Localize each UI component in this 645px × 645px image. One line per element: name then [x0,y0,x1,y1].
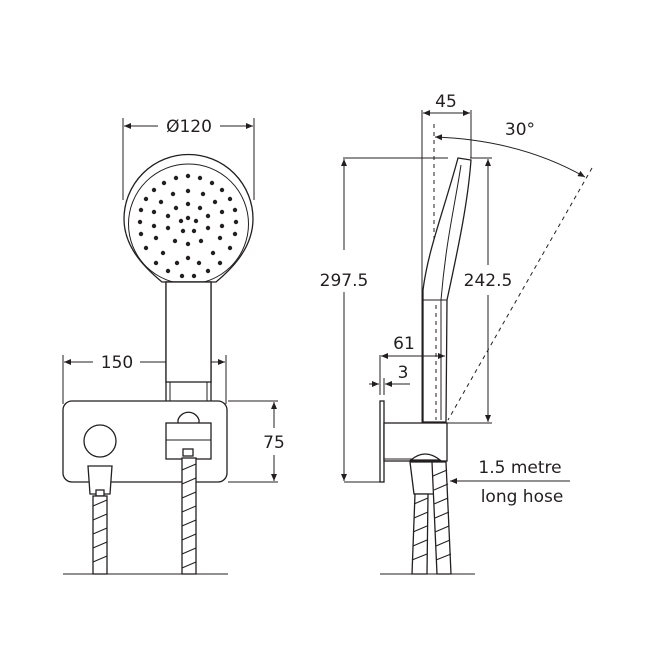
side-view: 45 30° 297.5 242.5 61 [320,92,593,575]
hose-note-line1: 1.5 metre [478,458,561,478]
front-hoses [92,457,197,575]
plate-width-label: 150 [101,353,133,373]
plate-height-label: 75 [263,433,285,453]
tilt-angle-label: 30° [505,120,535,140]
wall-outlet [83,424,117,458]
plate-thickness-label: 3 [398,363,409,383]
overall-height-label: 297.5 [320,271,369,291]
hose-note-line2: long hose [481,487,564,507]
handset-length-label: 242.5 [464,271,513,291]
depth-top-label: 45 [435,92,457,112]
front-view: Ø120 [62,117,285,575]
bracket-projection-label: 61 [393,334,415,354]
shower-head [123,153,254,285]
head-diameter-label: Ø120 [166,117,212,137]
